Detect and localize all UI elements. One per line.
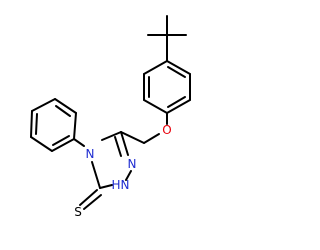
thione-double-bond-1	[79, 189, 98, 206]
oxygen-atom-label: O	[162, 123, 171, 137]
triazole-bond-n1-c5	[99, 184, 113, 189]
nitrogen-2-atom-label: N	[128, 157, 137, 171]
triazole-bond-n2-n1	[125, 170, 132, 181]
ring-b-bond-5	[30, 136, 53, 152]
ring-a-bond-3	[166, 99, 191, 114]
tert-butyl-group	[147, 15, 187, 62]
ether-linkage	[120, 112, 168, 144]
thione-group	[79, 189, 102, 210]
ring-a-double-1	[167, 66, 186, 78]
bond-methylene-to-triazole	[120, 131, 145, 144]
triazole-bond-c5-n4	[91, 161, 101, 189]
ring-a-double-2	[167, 96, 186, 108]
ring-b-bond-3	[31, 98, 56, 112]
ring-b-double-2	[35, 113, 38, 135]
bond-oxygen-to-methylene	[143, 133, 160, 144]
ring-b-bond-4	[30, 110, 33, 138]
ring-a-bond-4	[143, 99, 168, 114]
molecule-diagram: O N N N H S	[30, 15, 191, 219]
triazole-bond-c3-n4	[101, 131, 122, 141]
nitrogen-1-atom-label: N	[121, 178, 130, 192]
phenoxy-benzene-ring	[143, 60, 191, 114]
ring-a-bond-6	[143, 60, 168, 75]
ring-b-bond-6	[51, 138, 75, 152]
sulfur-atom-label: S	[74, 205, 82, 219]
triazole-ring	[91, 131, 132, 189]
triazole-double-c3-n2	[114, 136, 122, 157]
bond-nitrogen-to-phenyl	[73, 138, 85, 147]
atom-labels: O N N N H S	[74, 123, 172, 219]
ring-b-double-1	[55, 105, 71, 117]
hydrogen-on-nitrogen-1-label: H	[111, 178, 120, 192]
triazole-bond-c3-n2	[120, 131, 129, 156]
structure-canvas: O N N N H S	[30, 15, 191, 219]
ring-b-bond-2	[54, 98, 77, 114]
ring-b-bond-1	[73, 112, 77, 140]
ring-b-double-3	[52, 135, 70, 146]
ring-a-bond-1	[166, 60, 191, 75]
thione-double-bond-2	[83, 194, 102, 210]
nitrogen-4-atom-label: N	[86, 147, 95, 161]
n-phenyl-ring	[30, 98, 85, 152]
